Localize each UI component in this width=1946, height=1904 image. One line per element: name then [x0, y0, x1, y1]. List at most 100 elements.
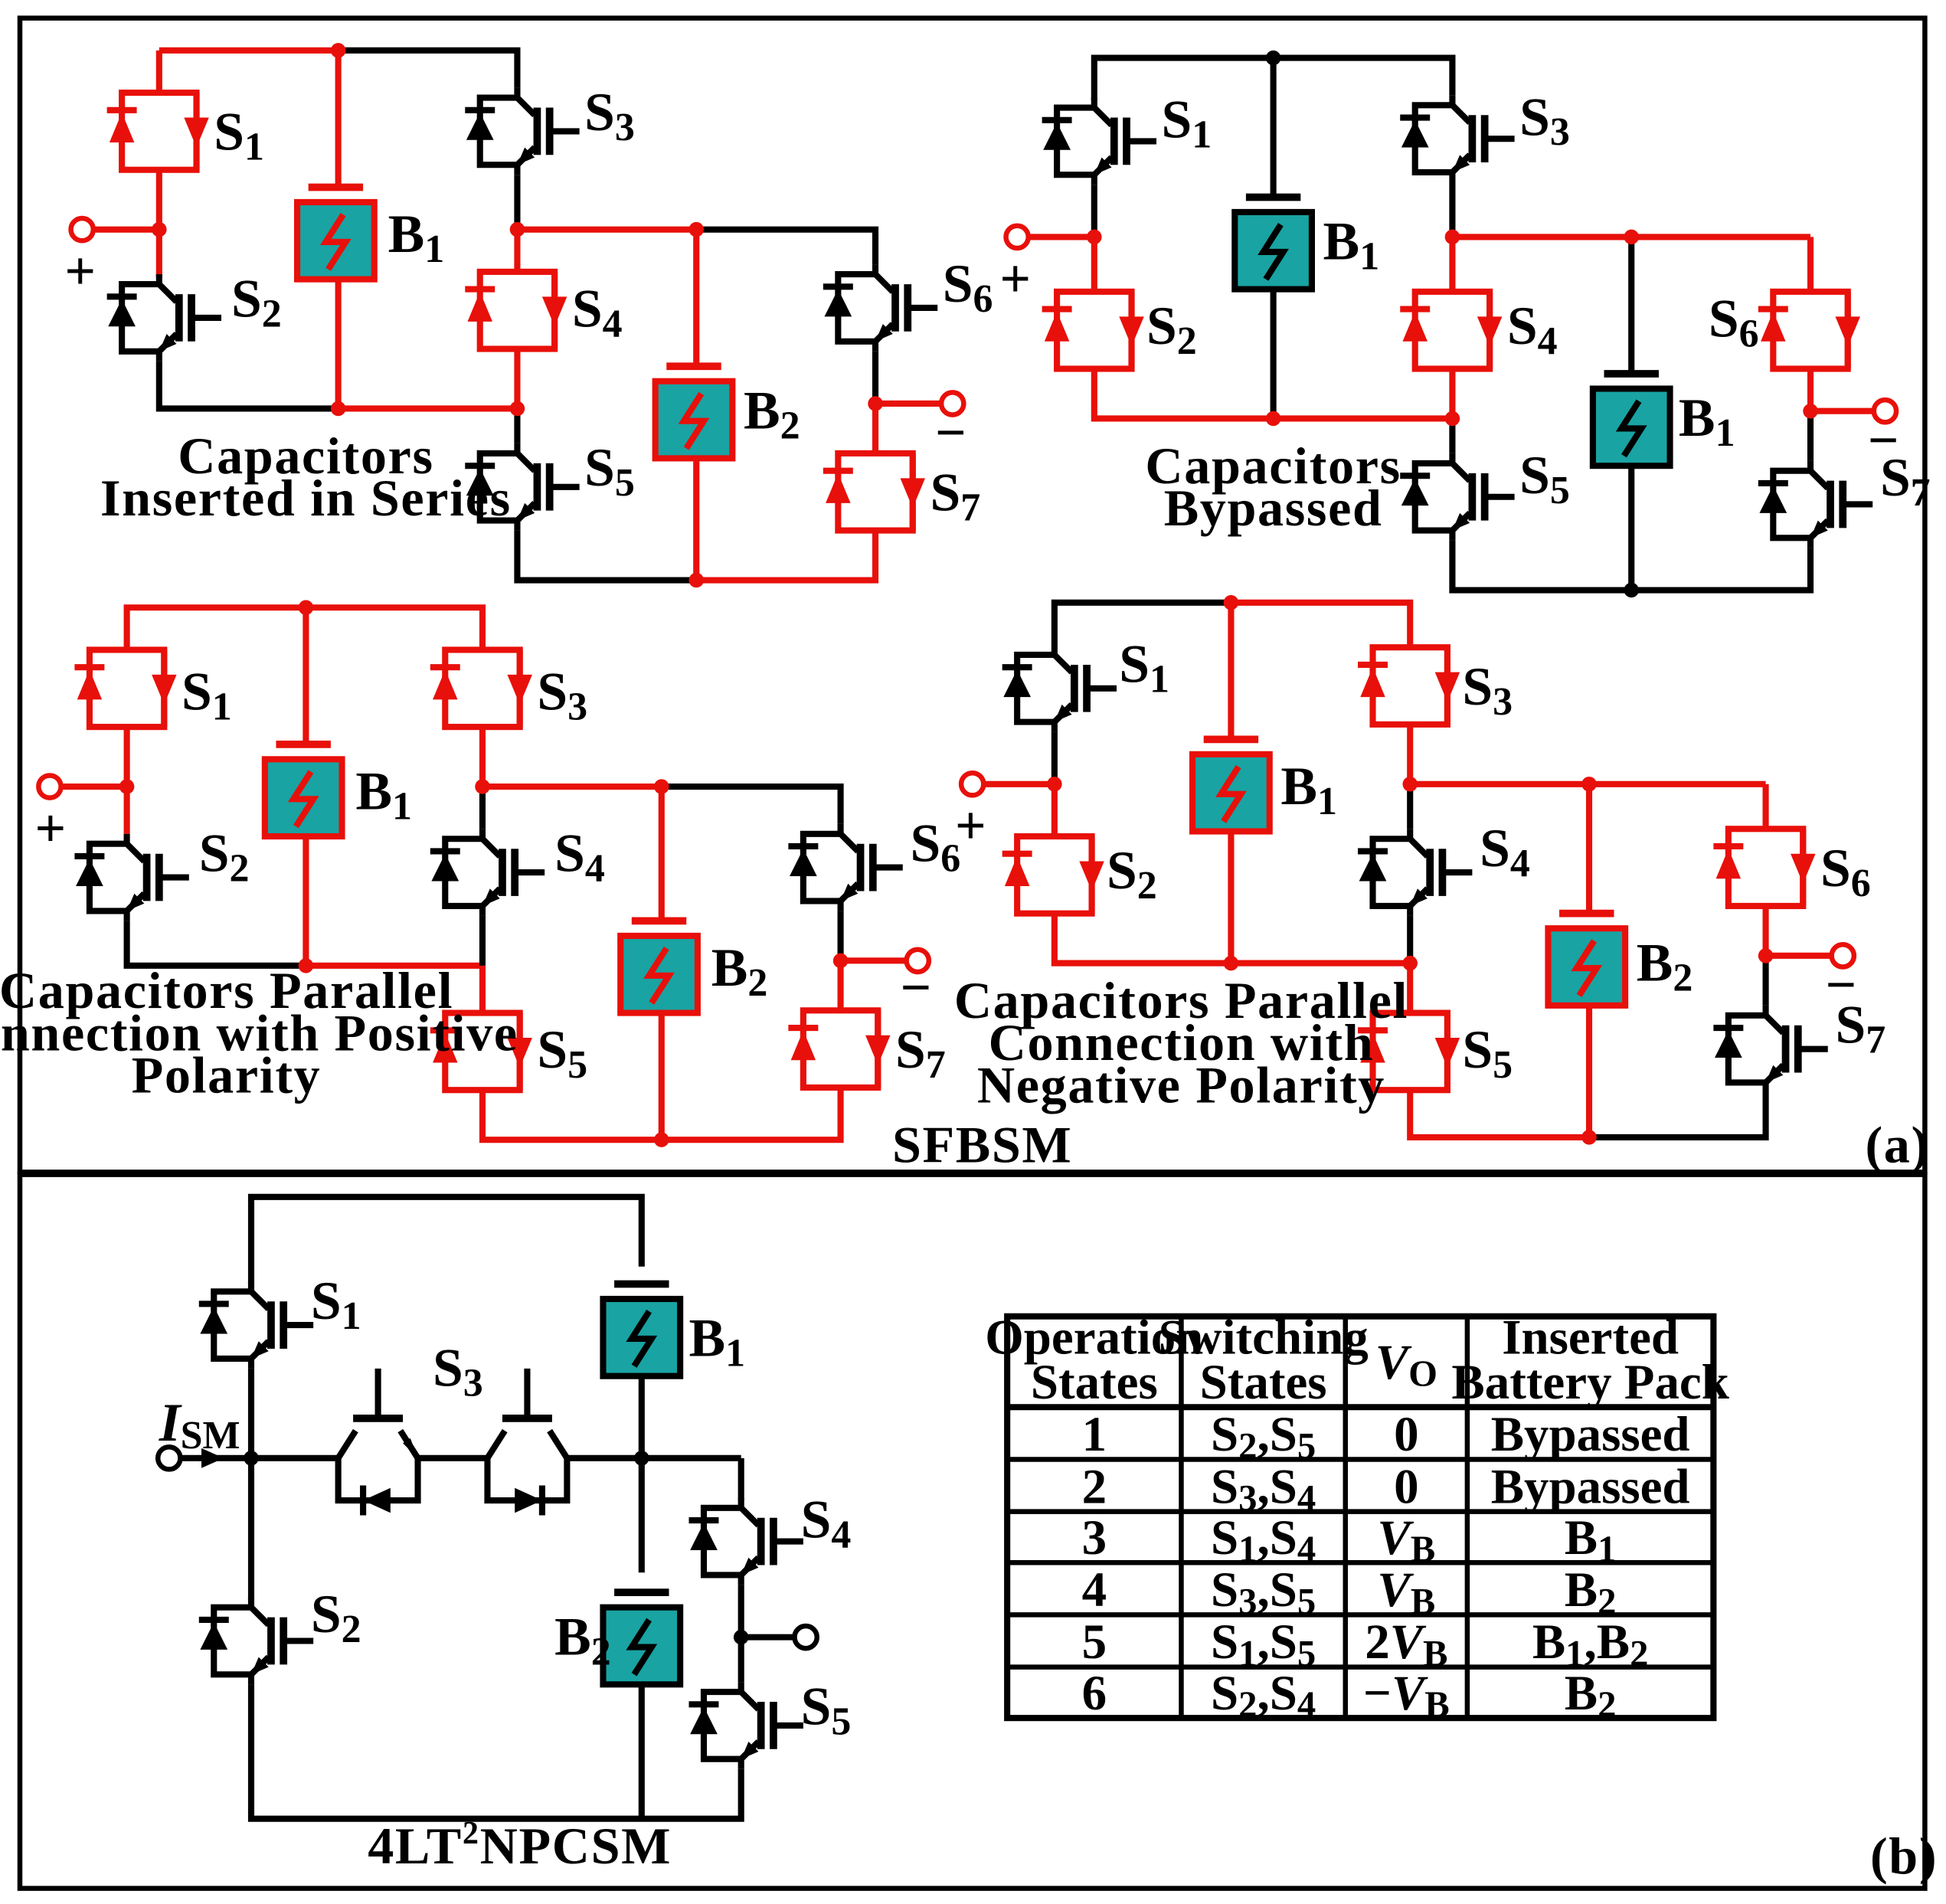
switch-label: S: [1146, 296, 1177, 356]
switch-label: S: [433, 1338, 463, 1399]
switch-label: S: [199, 823, 230, 883]
plus-sign: +: [955, 796, 986, 856]
switch-label: S: [1161, 90, 1192, 150]
switch-label: S: [1462, 1019, 1493, 1080]
caption-positive-3: Polarity: [132, 1045, 322, 1104]
svg-text:Bypassed: Bypassed: [1491, 1407, 1690, 1462]
switch-label: S: [1820, 838, 1851, 898]
svg-text:B1,B2: B1,B2: [1532, 1614, 1649, 1674]
svg-text:1: 1: [1082, 1407, 1107, 1462]
circuit-4lt2npcsm: [155, 1193, 819, 1822]
svg-text:−VB: −VB: [1363, 1666, 1450, 1726]
svg-text:B2: B2: [744, 380, 800, 447]
panel-b-frame: [17, 1172, 1928, 1891]
switch-label: S: [1519, 87, 1550, 147]
circuit-bypassed: [1003, 50, 1899, 598]
switch-label: S: [1507, 296, 1538, 356]
switch-label: S: [584, 437, 615, 498]
svg-text:S2: S2: [311, 1584, 361, 1651]
minus-sign: −: [935, 403, 966, 463]
svg-text:B1: B1: [355, 761, 412, 828]
svg-text:S1,S5: S1,S5: [1211, 1614, 1316, 1674]
switch-label: S: [801, 1676, 832, 1736]
table-header: Inserted: [1502, 1310, 1679, 1365]
table-row: 6 S2,S4 −VB B2: [1082, 1666, 1617, 1726]
svg-text:S5: S5: [1519, 445, 1570, 512]
table-row: 4 S3,S5 VB B2: [1082, 1562, 1617, 1622]
switch-label: S: [930, 463, 960, 523]
svg-text:B1: B1: [1565, 1510, 1617, 1570]
switch-label: S: [311, 1584, 342, 1644]
svg-text:S3,S5: S3,S5: [1211, 1562, 1316, 1622]
svg-text:5: 5: [1082, 1614, 1107, 1670]
switch-label: S: [911, 813, 941, 873]
svg-text:B2: B2: [554, 1606, 611, 1673]
svg-text:VO: VO: [1375, 1335, 1437, 1395]
panel-b-title: 4LT: [368, 1817, 463, 1875]
caption-positive-2: Connection with Positive: [0, 1003, 518, 1062]
battery-label: B: [744, 380, 780, 440]
minus-sign: −: [1868, 410, 1899, 470]
svg-text:S4: S4: [572, 278, 623, 345]
battery-label: B: [1280, 756, 1317, 816]
svg-text:6: 6: [1082, 1666, 1107, 1721]
svg-text:S1: S1: [1119, 634, 1169, 702]
table-row: 5 S1,S5 2VB B1,B2: [1082, 1614, 1649, 1674]
table-header: V: [1375, 1335, 1412, 1390]
svg-text:B1: B1: [688, 1308, 745, 1376]
svg-text:S3: S3: [1462, 656, 1513, 724]
minus-sign: −: [901, 957, 932, 1018]
table-row: 1 S2,S5 0 Bypassed: [1082, 1407, 1690, 1467]
table-header: States: [1031, 1355, 1158, 1410]
svg-text:S6: S6: [1820, 838, 1871, 905]
switch-label: S: [311, 1271, 342, 1331]
switch-label: S: [1462, 656, 1493, 717]
svg-text:B2: B2: [1565, 1666, 1617, 1726]
svg-text:S2,S4: S2,S4: [1211, 1666, 1316, 1726]
svg-text:ISM: ISM: [159, 1392, 240, 1457]
caption-positive-1: Capacitors Parallel: [0, 961, 453, 1019]
battery-label: B: [355, 761, 392, 821]
svg-text:4: 4: [1082, 1562, 1107, 1618]
table-header: Battery Pack: [1451, 1355, 1729, 1410]
svg-text:B1: B1: [1280, 756, 1337, 823]
svg-text:2VB: 2VB: [1365, 1614, 1447, 1674]
svg-text:B2: B2: [711, 937, 768, 1005]
svg-text:S1: S1: [182, 661, 232, 728]
caption-bypassed-2: Bypassed: [1164, 479, 1383, 537]
plus-sign: +: [64, 241, 96, 302]
switch-label: S: [537, 1019, 567, 1080]
switch-label: S: [1119, 634, 1150, 695]
table-header: States: [1200, 1355, 1327, 1410]
caption-negative-3: Negative Polarity: [977, 1055, 1385, 1114]
labels: + − + − + − + − S1 S3 B1 S2 S4 S6 B2 S5 …: [0, 82, 1937, 1885]
switch-label: S: [1835, 995, 1866, 1055]
svg-text:S6: S6: [943, 254, 993, 321]
switch-label: S: [1709, 288, 1739, 348]
svg-text:S3: S3: [1519, 87, 1570, 154]
svg-text:S3,S4: S3,S4: [1211, 1459, 1316, 1519]
svg-text:B2: B2: [1637, 932, 1693, 999]
battery-label: B: [388, 204, 425, 264]
svg-text:S3: S3: [537, 661, 587, 728]
svg-text:S4: S4: [554, 823, 605, 890]
battery-label: B: [1323, 211, 1360, 272]
svg-text:S4: S4: [1507, 296, 1558, 363]
table-header: Operation: [985, 1310, 1203, 1365]
caption-negative-2: Connection with: [989, 1013, 1375, 1071]
battery-label: B: [711, 937, 748, 998]
caption-series-1: Capacitors: [178, 427, 433, 485]
switch-label: S: [537, 661, 567, 721]
switch-label: S: [554, 823, 585, 883]
svg-text:S7: S7: [1880, 447, 1931, 515]
svg-text:S5: S5: [1462, 1019, 1513, 1087]
svg-text:B2: B2: [1565, 1562, 1617, 1622]
switch-label: S: [214, 102, 244, 162]
svg-text:B1: B1: [1679, 388, 1735, 455]
svg-text:Bypassed: Bypassed: [1491, 1459, 1690, 1514]
svg-text:B1: B1: [1323, 211, 1380, 279]
svg-text:S3: S3: [433, 1338, 483, 1405]
battery-label: B: [1637, 932, 1673, 993]
